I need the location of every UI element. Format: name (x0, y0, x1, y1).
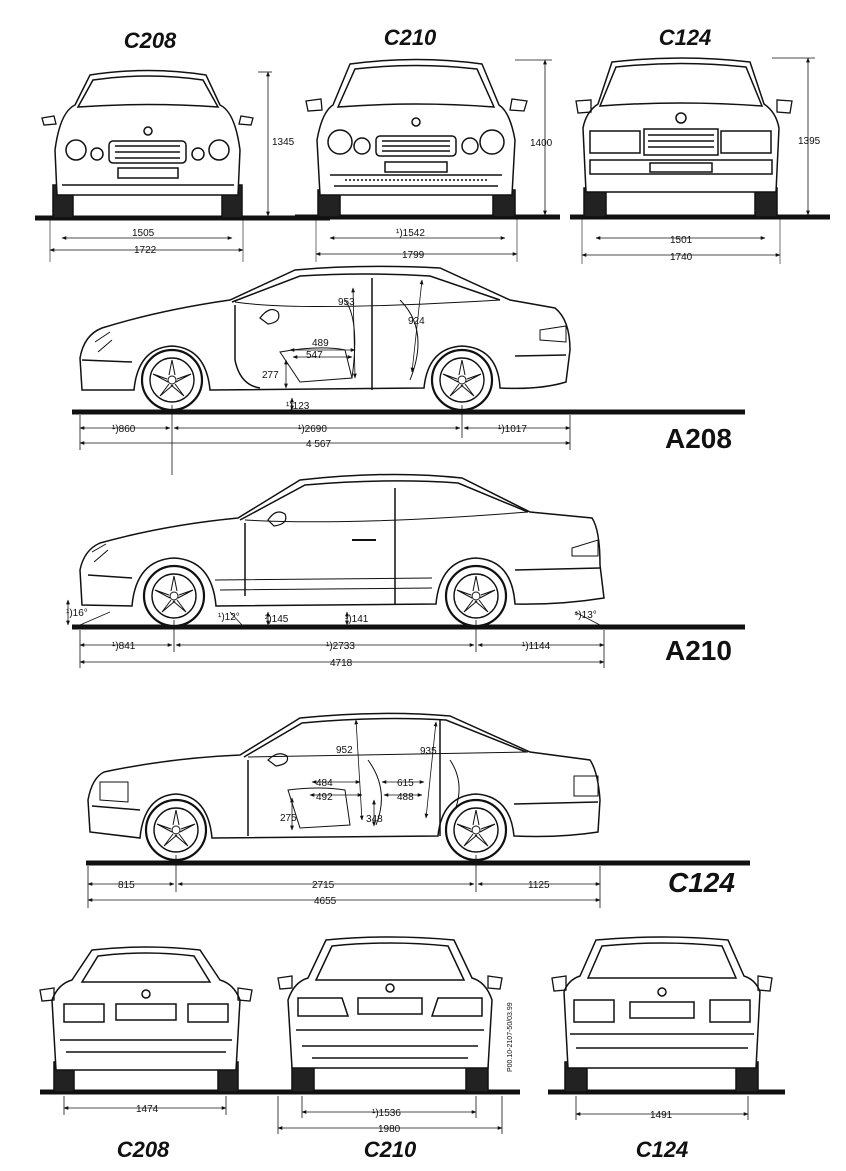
front-view-c208-dims: 1345 1505 1722 (49, 71, 295, 262)
a208-headroom-front: 953 (338, 297, 355, 308)
rear-c124-track-label: 1491 (650, 1110, 673, 1121)
title-rear-c210: C210 (363, 1137, 417, 1162)
a208-legroom-2: 547 (306, 350, 323, 361)
front-view-c208 (35, 69, 330, 221)
rear-c208-track-label: 1474 (136, 1104, 159, 1115)
c124-legroom-1: 484 (316, 778, 333, 789)
a208-seat-height: 277 (262, 370, 279, 381)
side-view-a208-labels: 953 924 489 547 277 ¹)123 ¹)860 ¹)2690 ¹… (112, 297, 527, 450)
a208-legroom-1: 489 (312, 338, 329, 349)
rear-c210-width-label: 1980 (378, 1124, 401, 1135)
a208-wheelbase: ¹)2690 (298, 424, 327, 435)
side-view-a208 (72, 265, 745, 415)
c124-wheelbase: 2715 (312, 880, 335, 891)
title-front-c124: C124 (658, 25, 712, 50)
c124-legroom-3: 615 (397, 778, 414, 789)
front-view-c210-dims: 1400 ¹)1542 1799 (315, 59, 553, 262)
title-front-c210: C210 (383, 25, 437, 50)
c124-front-overhang: 815 (118, 880, 135, 891)
side-view-a210 (72, 473, 745, 630)
side-view-c124 (86, 712, 750, 866)
title-rear-c124: C124 (635, 1137, 689, 1162)
title-front-c208: C208 (123, 28, 177, 53)
side-view-c124-labels: 952 935 484 492 615 488 275 348 815 2715… (118, 745, 550, 907)
c124-headroom-front: 952 (336, 745, 353, 756)
c210-track-label: ¹)1542 (396, 228, 425, 239)
a210-rear-overhang: ¹)1144 (522, 641, 551, 652)
c124-legroom-2: 492 (316, 792, 333, 803)
rear-c210-track-label: ¹)1536 (372, 1108, 401, 1119)
rear-view-c208-dims (63, 1096, 227, 1115)
a208-front-overhang: ¹)860 (112, 424, 136, 435)
c124-rear-seat-height: 348 (366, 814, 383, 825)
side-view-a208-dims (79, 279, 571, 475)
a208-rear-overhang: ¹)1017 (498, 424, 527, 435)
c124-seat-height: 275 (280, 813, 297, 824)
front-view-c124-dims: 1395 1501 1740 (581, 57, 821, 264)
drawing-code: P00.10-2107-50/03.99 (507, 1002, 514, 1072)
a210-length: 4718 (330, 658, 353, 669)
title-rear-c208: C208 (116, 1137, 170, 1162)
c124-length: 4655 (314, 896, 337, 907)
a210-ramp-angle: ¹)12° (218, 612, 240, 623)
side-view-a210-labels: ¹)16° ¹)12° ²)145 ³)141 ⁴)13° ¹)841 ¹)27… (66, 608, 597, 669)
a210-clearance-2: ³)141 (345, 614, 369, 625)
c124-headroom-rear: 935 (420, 746, 437, 757)
a210-departure-angle: ⁴)13° (574, 610, 597, 621)
rear-view-c124-dims (575, 1096, 749, 1120)
rear-view-c210-dims (277, 1096, 503, 1134)
a210-approach-angle: ¹)16° (66, 608, 88, 619)
c208-track-label: 1505 (132, 228, 155, 239)
side-view-c124-dims (87, 719, 601, 908)
front-view-c210 (295, 58, 560, 220)
rear-view-c124 (548, 936, 785, 1095)
title-side-c124: C124 (668, 867, 735, 898)
front-view-c124 (570, 57, 830, 220)
a208-ground-clearance: ¹)123 (286, 401, 310, 412)
c124-width-label: 1740 (670, 252, 693, 263)
c210-width-label: 1799 (402, 250, 425, 261)
rear-view-c208 (39, 946, 300, 1095)
a208-headroom-rear: 924 (408, 316, 425, 327)
c124-legroom-4: 488 (397, 792, 414, 803)
a210-clearance-1: ²)145 (265, 614, 289, 625)
a210-front-overhang: ¹)841 (112, 641, 136, 652)
c124-track-label: 1501 (670, 235, 693, 246)
c124-rear-overhang: 1125 (528, 880, 550, 891)
a208-length: 4 567 (306, 439, 331, 450)
c208-width-label: 1722 (134, 245, 157, 256)
side-view-a210-dims (66, 599, 605, 668)
c210-height-label: 1400 (530, 138, 553, 149)
title-side-a210: A210 (665, 635, 732, 666)
a210-wheelbase: ¹)2733 (326, 641, 355, 652)
rear-view-c210 (272, 936, 520, 1095)
c208-height-label: 1345 (272, 137, 295, 148)
c124-height-label: 1395 (798, 136, 821, 147)
title-side-a208: A208 (665, 423, 732, 454)
